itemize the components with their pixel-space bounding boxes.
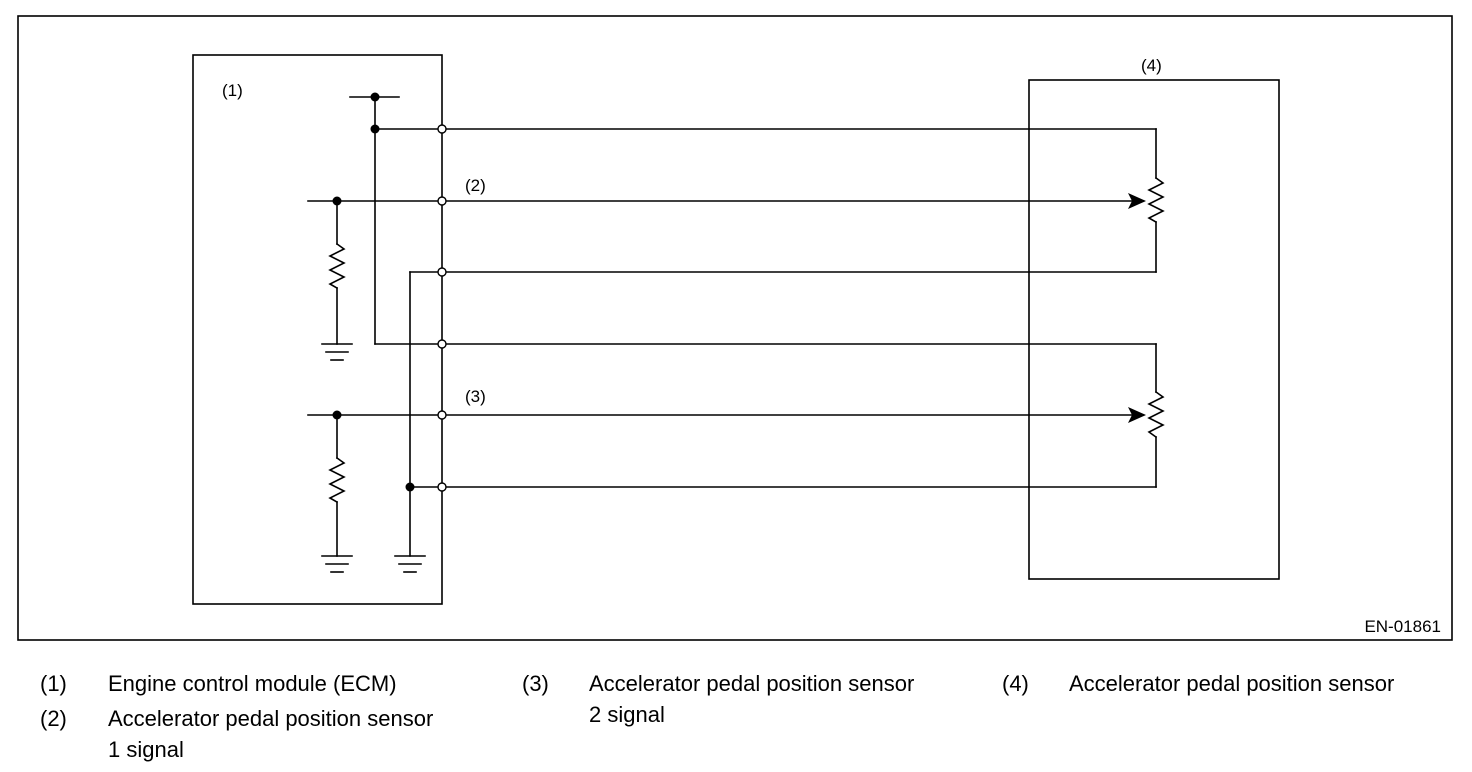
ecm-terminal (437, 339, 447, 349)
legend-text-2: Accelerator pedal position sensor 1 sign… (108, 703, 433, 765)
pulldown2-resistor (328, 456, 346, 504)
legend-text-4: Accelerator pedal position sensor (1069, 668, 1394, 699)
diagram-frame (17, 15, 1453, 641)
legend-line: Accelerator pedal position sensor (589, 671, 915, 696)
callout-sensor1-signal: (2) (465, 176, 486, 195)
junction-dot (332, 196, 342, 206)
ecm-terminal (437, 196, 447, 206)
pulldown1-resistor (328, 242, 346, 290)
sensor2-resistor (1147, 390, 1165, 439)
sensor-box (1028, 79, 1280, 580)
legend-line: Accelerator pedal position sensor (1069, 671, 1395, 696)
ecm-terminal (437, 410, 447, 420)
ecm-box (192, 54, 443, 605)
legend-text-1: Engine control module (ECM) (108, 668, 397, 699)
callout-sensor2-signal: (3) (465, 387, 486, 406)
legend-line: 2 signal (589, 702, 665, 727)
ground-symbol-2 (321, 555, 353, 573)
junction-dot (370, 124, 380, 134)
ecm-terminal (437, 124, 447, 134)
sensor2-wiper-arrow (1128, 407, 1146, 423)
legend-number-3: (3) (522, 671, 549, 696)
figure-code: EN-01861 (1364, 617, 1441, 636)
ecm-terminal (437, 267, 447, 277)
callout-sensor: (4) (1141, 56, 1162, 75)
legend-line: Accelerator pedal position sensor (108, 706, 434, 731)
legend-line: 1 signal (108, 737, 184, 762)
junction-dot (405, 482, 415, 492)
legend-number-1: (1) (40, 671, 67, 696)
sensor1-wiper-arrow (1128, 193, 1146, 209)
ground-symbol-3 (394, 555, 426, 573)
junction-dot (370, 92, 380, 102)
junction-dot (332, 410, 342, 420)
legend-text-3: Accelerator pedal position sensor 2 sign… (589, 668, 914, 730)
ground-symbol-1 (321, 343, 353, 361)
legend-number-4: (4) (1002, 671, 1029, 696)
sensor1-resistor (1147, 176, 1165, 224)
legend-line: Engine control module (ECM) (108, 671, 397, 696)
ecm-terminal (437, 482, 447, 492)
callout-ecm: (1) (222, 81, 243, 100)
legend-number-2: (2) (40, 706, 67, 731)
